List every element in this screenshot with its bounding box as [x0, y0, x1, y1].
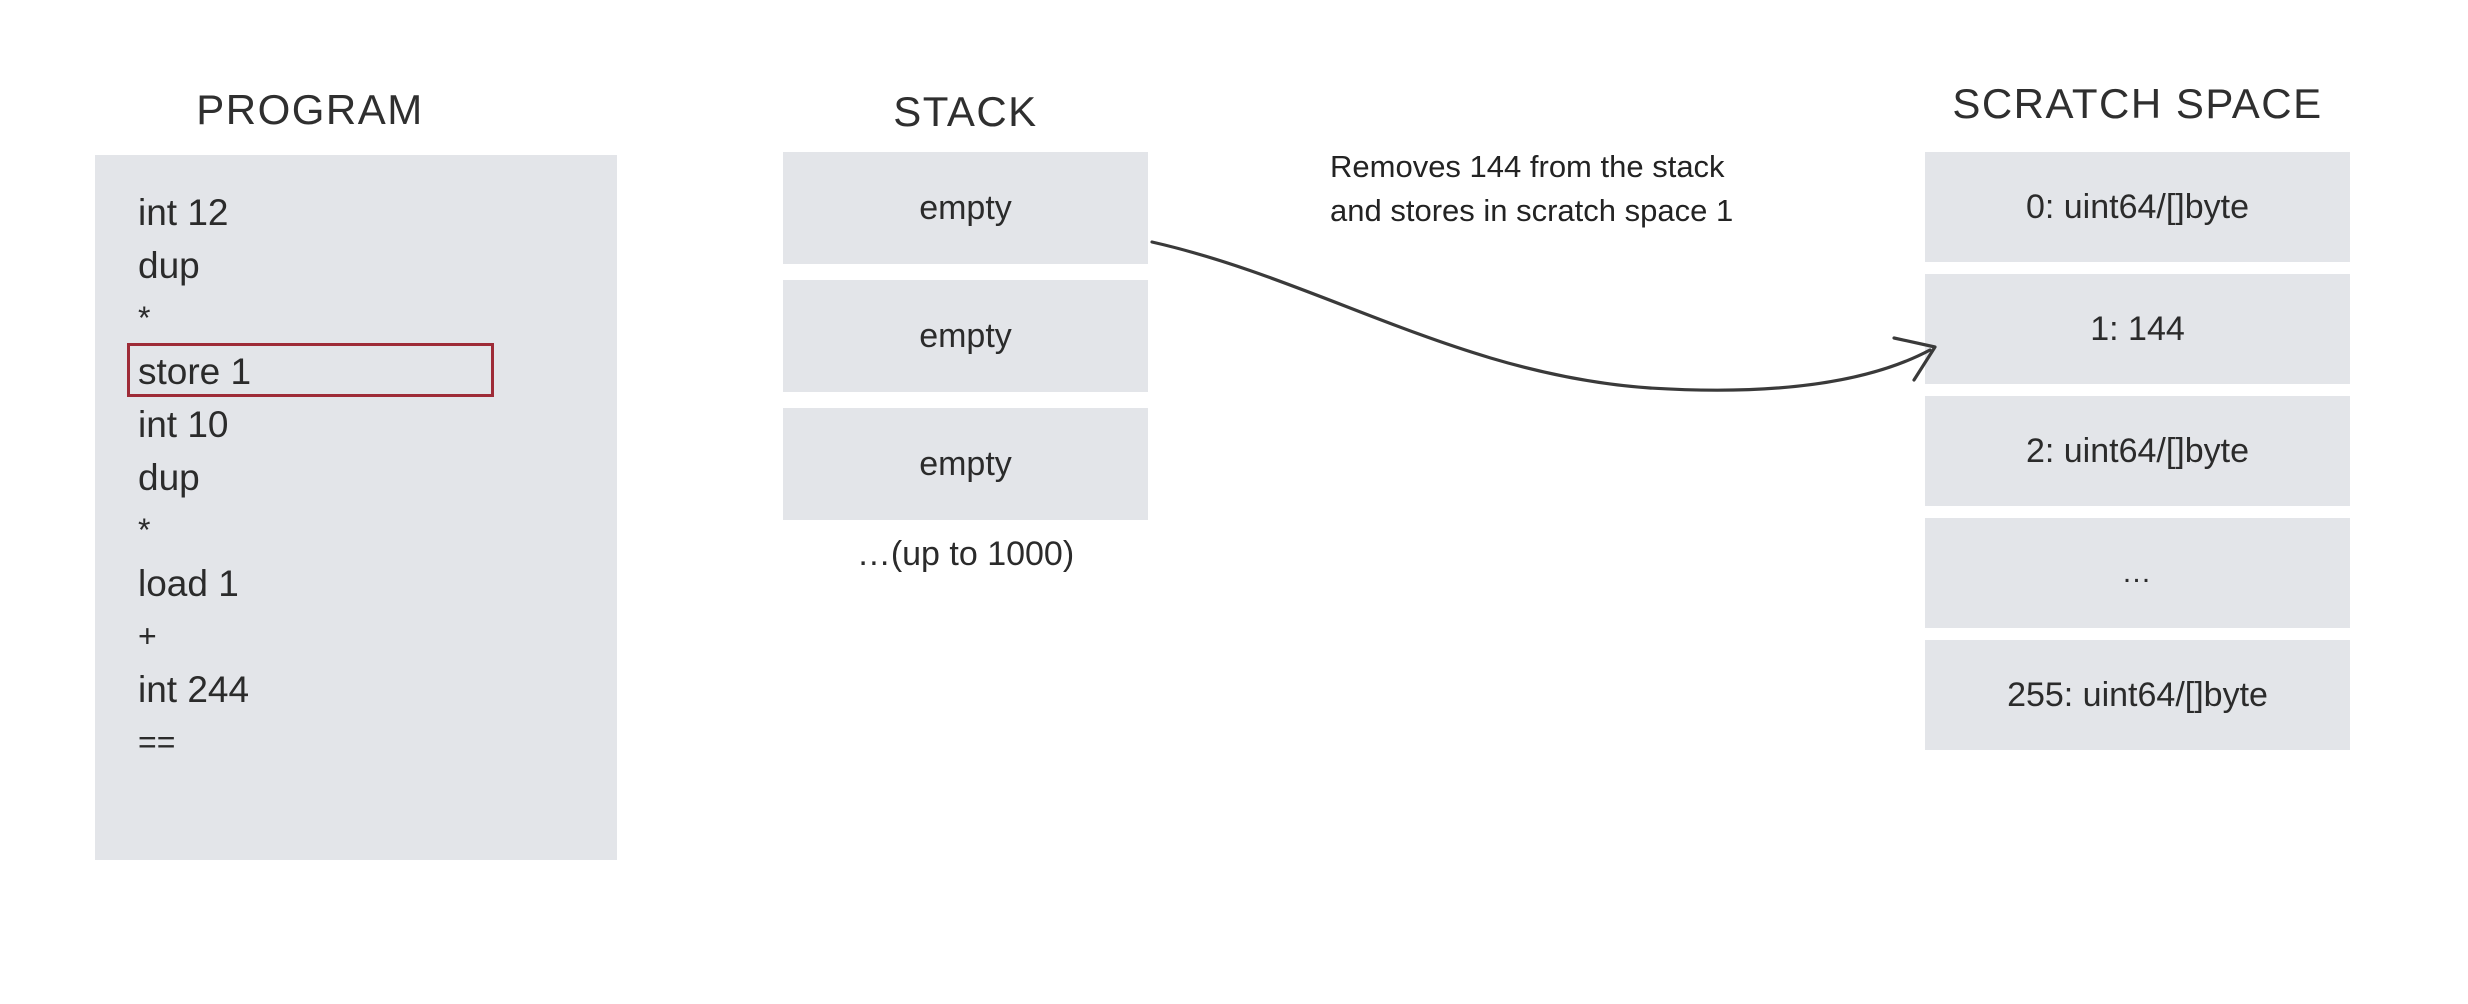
annotation-line-2: and stores in scratch space 1	[1330, 193, 1734, 228]
stack-to-scratch-arrow	[1150, 240, 1937, 392]
scratch-cell-gap: …	[1925, 518, 2350, 628]
stack-cell: empty	[783, 408, 1148, 520]
arrow-head-icon	[1892, 336, 1937, 382]
scratch-cell-2: 2: uint64/[]byte	[1925, 396, 2350, 506]
scratch-space-column-heading: SCRATCH SPACE	[1952, 80, 2323, 127]
program-line: +	[138, 618, 157, 654]
stack-cell-list: empty empty empty	[783, 152, 1148, 536]
program-line: int 12	[138, 192, 229, 233]
stack-cell: empty	[783, 280, 1148, 392]
program-column-heading: PROGRAM	[196, 86, 424, 133]
store-annotation-caption: Removes 144 from the stack and stores in…	[1330, 145, 1790, 233]
program-line: load 1	[138, 563, 239, 604]
store-instruction-highlight-box	[127, 343, 494, 397]
program-line-store-1: store 1	[138, 351, 252, 392]
stack-cell: empty	[783, 152, 1148, 264]
stack-column-heading: STACK	[893, 88, 1038, 135]
scratch-cell-1: 1: 144	[1925, 274, 2350, 384]
scratch-cell-list: 0: uint64/[]byte 1: 144 2: uint64/[]byte…	[1925, 152, 2350, 762]
annotation-line-1: Removes 144 from the stack	[1330, 149, 1725, 184]
scratch-cell-0: 0: uint64/[]byte	[1925, 152, 2350, 262]
program-line: ==	[138, 724, 176, 760]
scratch-cell-255: 255: uint64/[]byte	[1925, 640, 2350, 750]
program-line: int 10	[138, 404, 229, 445]
arrow-curve	[1150, 240, 1932, 392]
program-line: *	[138, 512, 151, 548]
program-line: dup	[138, 457, 200, 498]
program-line: int 244	[138, 669, 250, 710]
program-panel	[95, 155, 617, 860]
program-line: *	[138, 300, 151, 336]
stack-overflow-label: …(up to 1000)	[856, 535, 1075, 573]
program-instruction-list: int 12 dup * store 1 int 10 dup * load 1…	[138, 186, 578, 769]
program-line: dup	[138, 245, 200, 286]
